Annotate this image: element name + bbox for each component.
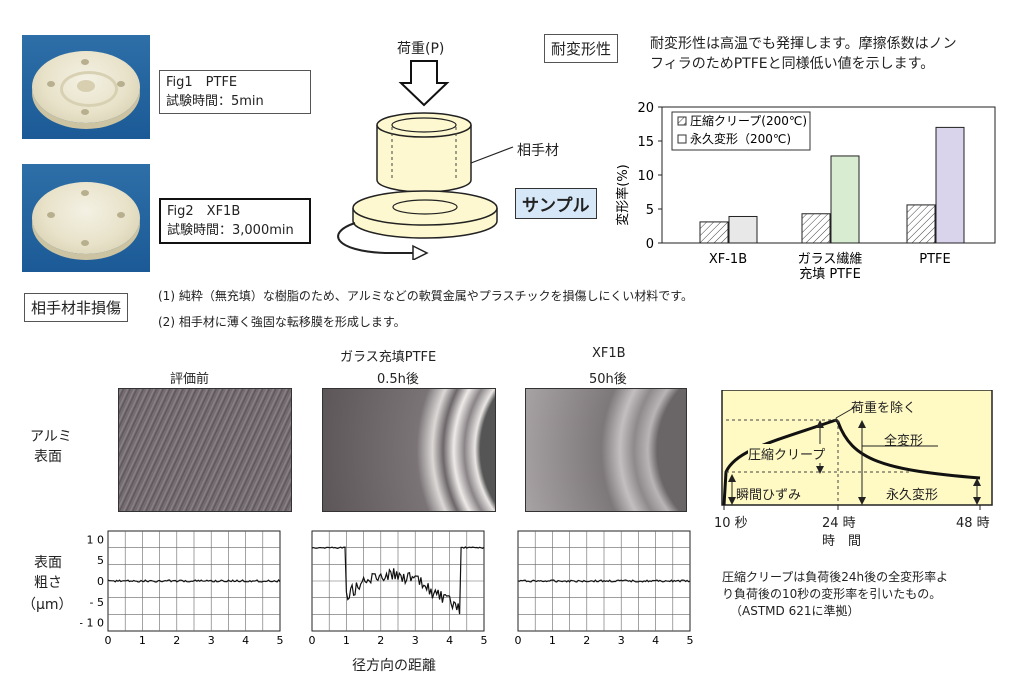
roughness-y-tick: 5 bbox=[97, 554, 104, 567]
roughness-x-tick: 0 bbox=[515, 634, 522, 645]
roughness-x-tick: 5 bbox=[277, 634, 284, 645]
col-header-xf1b-1: XF1B bbox=[592, 346, 626, 361]
test-setup-diagram bbox=[337, 60, 514, 260]
y-tick-label: 15 bbox=[637, 135, 654, 150]
roughness-y-tick: 1 0 bbox=[87, 533, 105, 546]
creep-x-10s: 10 秒 bbox=[714, 516, 748, 531]
creep-note-1: 圧縮クリープは負荷後24h後の全変形率よ bbox=[722, 570, 949, 584]
roughness-x-tick: 2 bbox=[377, 634, 384, 645]
nondamage-item-2: (2) 相手材に薄く強固な転移膜を形成します。 bbox=[158, 315, 406, 329]
x-category-label: 充填 PTFE bbox=[799, 266, 861, 282]
deformation-heading: 耐変形性 bbox=[544, 34, 619, 63]
roughness-x-tick: 2 bbox=[583, 634, 590, 645]
roughness-trace bbox=[311, 546, 485, 615]
bar-permanent-1 bbox=[830, 155, 860, 244]
y-tick-label: 20 bbox=[637, 101, 654, 116]
chart-legend: 圧縮クリープ(200℃) 永久変形（200℃) bbox=[671, 111, 811, 151]
roughness-panel-xf1b: 0 1 2 3 4 5 bbox=[515, 530, 694, 645]
y-axis-label: 変形率(%) bbox=[615, 164, 631, 226]
load-arrow-icon bbox=[398, 60, 450, 107]
x-axis-distance-label: 径方向の距離 bbox=[352, 658, 436, 674]
sample-label: サンプル bbox=[515, 188, 597, 219]
creep-permanent-label: 永久変形 bbox=[886, 484, 939, 503]
deformation-text-1: 耐変形性は高温でも発揮します。摩擦係数はノン bbox=[650, 36, 957, 52]
roughness-y-tick: 0 bbox=[97, 575, 104, 588]
counter-label: 相手材 bbox=[517, 143, 559, 159]
legend-item-permanent: 永久変形（200℃) bbox=[690, 131, 791, 146]
load-label: 荷重(P) bbox=[397, 41, 445, 57]
nondamage-heading: 相手材非損傷 bbox=[24, 293, 129, 322]
roughness-trace bbox=[517, 579, 691, 583]
bar-permanent-0 bbox=[728, 215, 758, 244]
roughness-x-tick: 3 bbox=[208, 634, 215, 645]
creep-x-48h: 48 時 bbox=[956, 516, 990, 531]
x-category-label: PTFE bbox=[919, 252, 950, 267]
xf1b-sample-photo bbox=[22, 164, 150, 272]
creep-total-label: 全変形 bbox=[884, 434, 924, 449]
x-category-label: ガラス繊維 bbox=[798, 251, 863, 267]
creep-remove-load: 荷重を除く bbox=[851, 401, 917, 416]
roughness-x-tick: 5 bbox=[481, 634, 488, 645]
roughness-x-tick: 4 bbox=[652, 634, 659, 645]
aluminum-surface-before bbox=[118, 388, 292, 512]
creep-x-24h: 24 時 bbox=[822, 516, 856, 531]
roughness-x-tick: 3 bbox=[618, 634, 625, 645]
aluminum-surface-glass-ptfe bbox=[322, 388, 496, 512]
bar-creep-1 bbox=[801, 213, 831, 244]
roughness-x-tick: 1 bbox=[139, 634, 146, 645]
roughness-x-tick: 3 bbox=[412, 634, 419, 645]
creep-compressive-label: 圧縮クリープ bbox=[748, 444, 826, 463]
fig2-title: Fig2 XF1B bbox=[167, 204, 241, 219]
roughness-panel-glass: 0 1 2 3 4 5 bbox=[309, 530, 488, 645]
roughness-y-tick: - 5 bbox=[90, 596, 104, 609]
col-header-xf1b-2: 50h後 bbox=[589, 372, 627, 387]
roughness-y-tick: - 1 0 bbox=[80, 617, 104, 630]
bar-creep-0 bbox=[699, 221, 729, 244]
creep-note-2: り負荷後の10秒の変形率を引いたもの。 bbox=[722, 587, 942, 601]
aluminum-surface-xf1b bbox=[525, 388, 687, 512]
row-label-aluminum-2: 表面 bbox=[34, 449, 62, 465]
roughness-x-tick: 1 bbox=[549, 634, 556, 645]
bar-creep-2 bbox=[906, 204, 936, 244]
rotation-arrow-icon bbox=[337, 222, 415, 254]
roughness-x-tick: 0 bbox=[105, 634, 112, 645]
row-label-aluminum-1: アルミ bbox=[30, 429, 72, 445]
col-header-glass-1: ガラス充填PTFE bbox=[340, 350, 437, 365]
y-tick-label: 0 bbox=[646, 237, 654, 252]
legend-item-creep: 圧縮クリープ(200℃) bbox=[690, 113, 807, 128]
row-label-roughness-2: 粗さ bbox=[34, 575, 62, 591]
fig2-time: 試験時間：3,000min bbox=[167, 223, 294, 238]
roughness-x-tick: 5 bbox=[687, 634, 694, 645]
fig2-caption: Fig2 XF1B 試験時間：3,000min bbox=[159, 198, 311, 244]
roughness-trace bbox=[107, 579, 281, 583]
row-label-roughness-1: 表面 bbox=[34, 555, 62, 571]
roughness-x-tick: 2 bbox=[173, 634, 180, 645]
roughness-x-tick: 4 bbox=[242, 634, 249, 645]
row-label-roughness-3: （μm） bbox=[22, 597, 73, 613]
col-header-glass-2: 0.5h後 bbox=[377, 372, 419, 387]
roughness-x-tick: 1 bbox=[343, 634, 350, 645]
nondamage-item-1: (1) 純粋（無充填）な樹脂のため、アルミなどの軟質金属やプラスチックを損傷しに… bbox=[158, 289, 694, 303]
creep-note-3: （ASTMD 621に準拠） bbox=[730, 604, 860, 618]
ptfe-sample-photo bbox=[22, 35, 150, 139]
x-category-label: XF-1B bbox=[709, 252, 747, 267]
roughness-x-tick: 4 bbox=[446, 634, 453, 645]
roughness-profile-xf1b: 0 1 2 3 4 5 bbox=[515, 530, 694, 645]
fig1-time: 試験時間：5min bbox=[166, 94, 264, 109]
creep-x-axis-label: 時 間 bbox=[822, 534, 862, 549]
fig1-title: Fig1 PTFE bbox=[166, 75, 238, 90]
fig1-caption: Fig1 PTFE 試験時間：5min bbox=[159, 70, 311, 114]
y-tick-label: 10 bbox=[637, 169, 654, 184]
col-header-before: 評価前 bbox=[170, 372, 210, 387]
roughness-x-tick: 0 bbox=[309, 634, 316, 645]
creep-instant-label: 瞬間ひずみ bbox=[736, 484, 802, 503]
bar-permanent-2 bbox=[935, 126, 965, 244]
y-tick-label: 5 bbox=[646, 203, 654, 218]
deformation-text-2: フィラのためPTFEと同様低い値を示します。 bbox=[650, 56, 935, 72]
